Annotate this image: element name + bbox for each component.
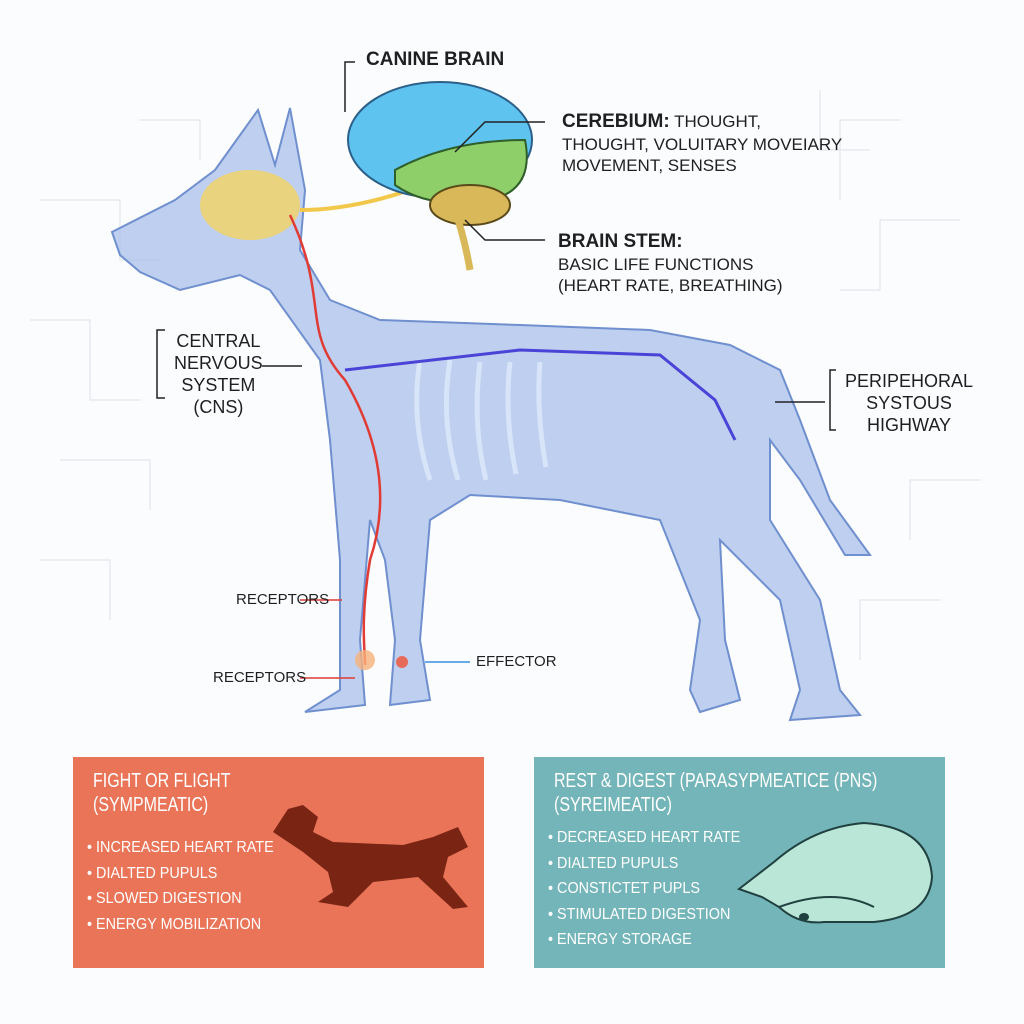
fight-title-line: (SYMPMEATIC) [93, 794, 209, 816]
label-canine-brain: CANINE BRAIN [366, 49, 505, 70]
rest-and-digest-panel: REST & DIGEST (PARASYPMEATICE (PNS)(SYRE… [534, 757, 945, 968]
fight-title-line: FIGHT OR FLIGHT [93, 770, 231, 792]
brain-stem-text: BASIC LIFE FUNCTIONS [558, 254, 754, 274]
fight-list: INCREASED HEART RATE DIALTED PUPULS SLOW… [87, 835, 274, 937]
label-effector: EFFECTOR [476, 653, 557, 670]
label-cerebrum: CEREBIUM: THOUGHT, THOUGHT, VOLUITARY MO… [562, 110, 842, 176]
label-peripheral: PERIPEHORAL SYSTOUS HIGHWAY [845, 370, 973, 436]
brain-stem-title: BRAIN STEM: [558, 231, 683, 252]
skeleton-ribs [414, 359, 549, 481]
list-item: ENERGY MOBILIZATION [87, 912, 274, 938]
fight-title: FIGHT OR FLIGHT(SYMPMEATIC) [93, 769, 230, 817]
label-cns: CENTRAL NERVOUS SYSTEM (CNS) [174, 330, 263, 418]
dog-brain-highlight [200, 170, 300, 240]
cerebrum-text: MOVEMENT, SENSES [562, 156, 737, 175]
rest-title-line: (SYREIMEATIC) [554, 794, 672, 816]
rest-title: REST & DIGEST (PARASYPMEATICE (PNS)(SYRE… [554, 769, 877, 817]
brain-connector [299, 188, 411, 212]
list-item: ENERGY STORAGE [548, 927, 740, 953]
cns-line: (CNS) [193, 397, 244, 417]
receptor-node [355, 650, 375, 670]
dog-body [110, 107, 872, 722]
cerebrum-text: THOUGHT, [674, 112, 761, 131]
rest-title-line: REST & DIGEST (PARASYPMEATICE (PNS) [554, 770, 878, 792]
label-brain-stem: BRAIN STEM: BASIC LIFE FUNCTIONS (HEART … [558, 230, 783, 296]
cerebrum-text: THOUGHT, VOLUITARY MOVEIARY [562, 134, 843, 154]
sleeping-dog-icon [736, 821, 934, 924]
list-item: CONSTICTET PUPLS [548, 876, 740, 902]
effector-node [396, 656, 408, 668]
spinal-nerve-red [288, 214, 382, 666]
list-item: DIALTED PUPULS [87, 861, 274, 887]
brain-stem-text: (HEART RATE, BREATHING) [558, 276, 783, 295]
spinal-cord-blue [344, 348, 737, 441]
label-receptors: RECEPTORS [213, 669, 307, 686]
cerebrum-title: CEREBIUM: [562, 111, 670, 132]
pns-line: PERIPEHORAL [845, 371, 974, 391]
canine-brain-illustration [347, 81, 533, 271]
pns-line: SYSTOUS [866, 393, 952, 413]
list-item: STIMULATED DIGESTION [548, 902, 740, 928]
rest-list: DECREASED HEART RATE DIALTED PUPULS CONS… [548, 825, 740, 953]
list-item: DIALTED PUPULS [548, 851, 740, 877]
pns-line: HIGHWAY [867, 415, 952, 435]
cns-line: CENTRAL [176, 331, 261, 351]
list-item: SLOWED DIGESTION [87, 886, 274, 912]
list-item: DECREASED HEART RATE [548, 825, 740, 851]
list-item: INCREASED HEART RATE [87, 835, 274, 861]
running-dog-icon [273, 805, 468, 909]
cns-line: SYSTEM [181, 375, 256, 395]
label-receptors: RECEPTORS [236, 591, 330, 608]
fight-or-flight-panel: FIGHT OR FLIGHT(SYMPMEATIC) INCREASED HE… [73, 757, 484, 968]
leader-lines [156, 61, 836, 431]
cns-line: NERVOUS [174, 353, 263, 373]
